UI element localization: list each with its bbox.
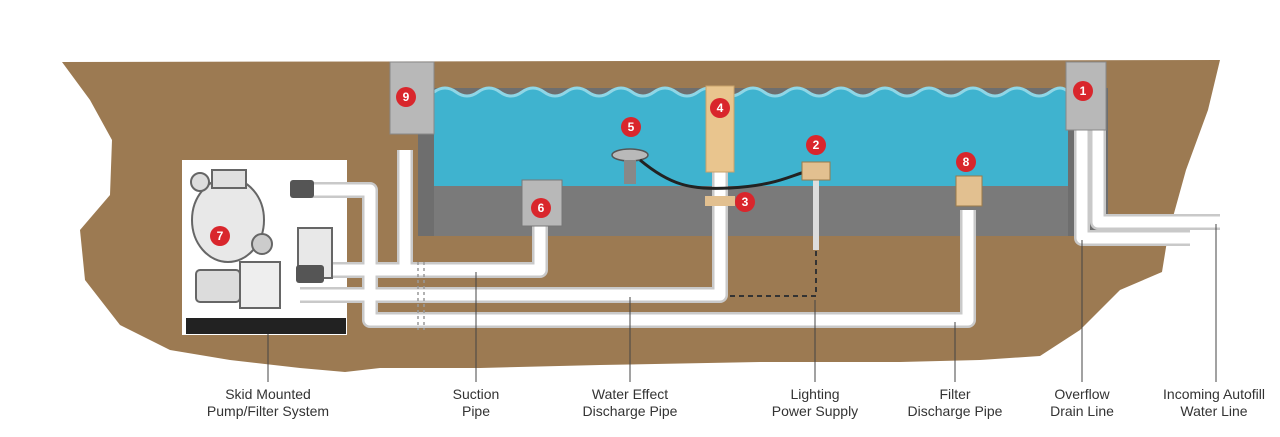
pump-filter-system (190, 169, 333, 309)
badge-1: 1 (1073, 81, 1093, 101)
badge-6: 6 (531, 198, 551, 218)
caption-water-effect: Water Effect Discharge Pipe (582, 386, 678, 419)
caption-skid-mounted: Skid Mounted Pump/Filter System (206, 386, 330, 419)
svg-text:3: 3 (742, 195, 749, 209)
svg-text:1: 1 (1080, 84, 1087, 98)
caption-autofill: Incoming Autofill Water Line (1163, 386, 1265, 419)
svg-text:2: 2 (813, 138, 820, 152)
svg-text:6: 6 (538, 201, 545, 215)
badge-4: 4 (710, 98, 730, 118)
lighting-conduit (730, 250, 817, 297)
badge-8: 8 (956, 152, 976, 172)
caption-filter-discharge: Filter Discharge Pipe (907, 386, 1003, 419)
svg-text:4: 4 (717, 101, 724, 115)
svg-text:8: 8 (963, 155, 970, 169)
underwater-light (801, 161, 831, 181)
badge-9: 9 (396, 87, 416, 107)
equipment-base (186, 318, 346, 334)
bottom-drain (521, 179, 563, 227)
badge-2: 2 (806, 135, 826, 155)
badge-5: 5 (621, 117, 641, 137)
water-surface-highlight (433, 86, 1070, 98)
svg-text:5: 5 (628, 120, 635, 134)
caption-overflow: Overflow Drain Line (1050, 386, 1114, 419)
leader-lines (267, 224, 1217, 382)
badge-3: 3 (735, 192, 755, 212)
bubbler-nozzle (611, 148, 649, 162)
bubbler-hose (639, 158, 813, 190)
pipe-break-marks (417, 262, 425, 330)
svg-text:9: 9 (403, 90, 410, 104)
return-fitting (705, 196, 735, 206)
caption-lighting: Lighting Power Supply (771, 386, 859, 419)
pond-water (434, 88, 1068, 186)
svg-text:7: 7 (217, 229, 224, 243)
filter-return-fitting (955, 175, 983, 207)
badge-7: 7 (210, 226, 230, 246)
caption-suction-pipe: Suction Pipe (452, 386, 500, 419)
